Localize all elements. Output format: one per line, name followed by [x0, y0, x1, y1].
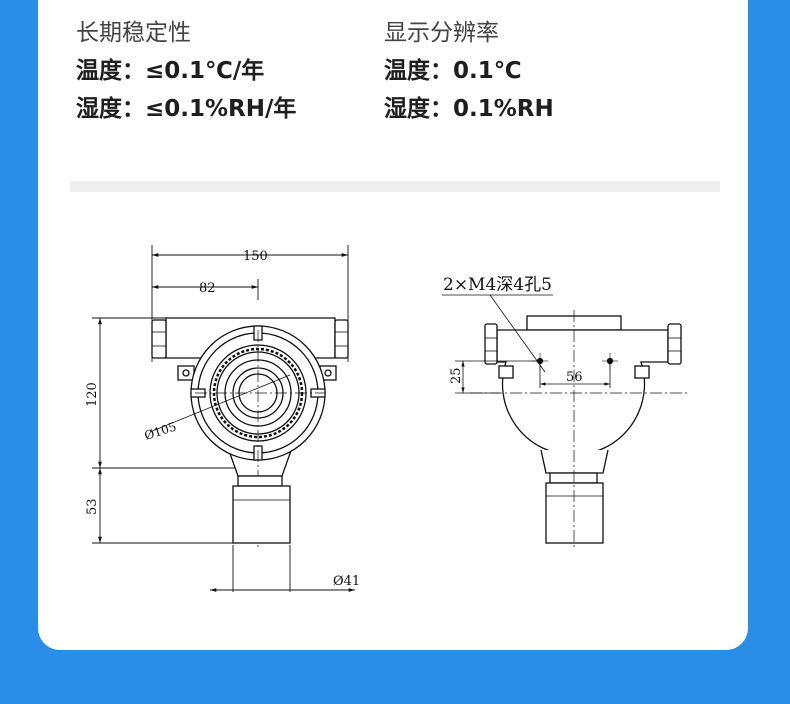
section-divider — [70, 181, 720, 192]
label-width-total: 150 — [243, 249, 268, 264]
back-view — [442, 294, 690, 548]
stability-title: 长期稳定性 — [76, 20, 191, 46]
label-hole-spacing: 56 — [566, 370, 583, 385]
resolution-temperature: 温度：0.1℃ — [384, 58, 522, 84]
stability-temperature: 温度：≤0.1℃/年 — [76, 58, 265, 84]
label-mount-holes: 2×M4深4孔5 — [443, 275, 552, 295]
stability-spec: 长期稳定性 温度：≤0.1℃/年 湿度：≤0.1%RH/年 — [76, 14, 296, 128]
label-hole-height: 25 — [449, 367, 464, 384]
label-width-offset: 82 — [199, 281, 216, 296]
stability-humidity: 湿度：≤0.1%RH/年 — [76, 96, 297, 122]
resolution-title: 显示分辨率 — [384, 20, 499, 46]
label-height-body: 120 — [85, 382, 100, 407]
resolution-spec: 显示分辨率 温度：0.1℃ 湿度：0.1%RH — [384, 14, 554, 128]
resolution-humidity: 湿度：0.1%RH — [384, 96, 554, 122]
front-view — [92, 245, 355, 592]
label-height-probe: 53 — [85, 498, 100, 515]
label-diameter-probe: Ø41 — [333, 574, 360, 589]
label-diameter-face: Ø105 — [143, 419, 178, 442]
back-view-labels: 2×M4深4孔5 56 25 — [443, 275, 583, 385]
